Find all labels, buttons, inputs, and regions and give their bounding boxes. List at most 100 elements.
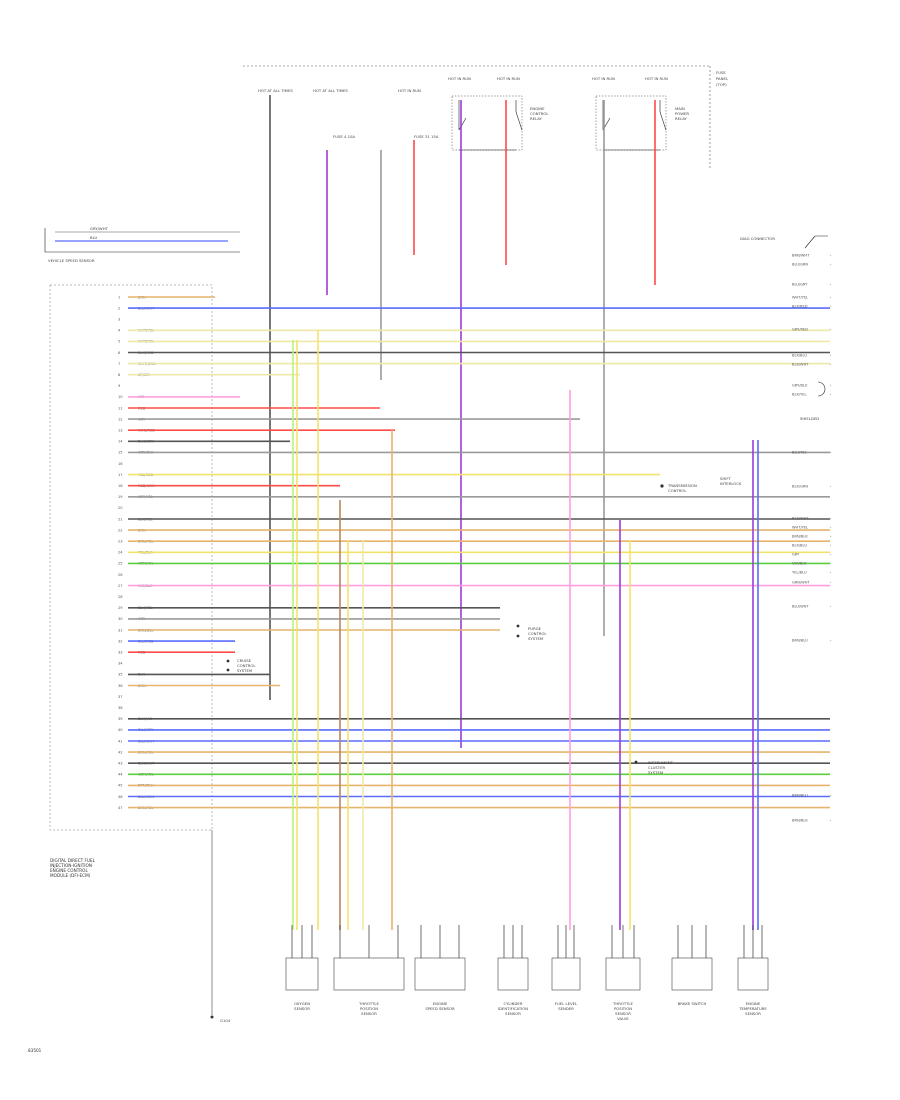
right-output-arrow: › xyxy=(830,571,832,575)
purge-control-label: PURGE CONTROL SYSTEM xyxy=(528,626,548,641)
right-output-arrow: › xyxy=(830,384,832,388)
right-output-wire-label: WHT/YEL xyxy=(792,525,808,529)
ecm-pin-number: 16 xyxy=(118,462,123,466)
cruise-connector-2 xyxy=(226,668,230,672)
right-output-wire-label: VIO/BLK xyxy=(792,561,807,565)
right-output-wire-label: WHT/YEL xyxy=(792,295,808,299)
component-body xyxy=(671,957,713,991)
ecm-pin-number: 38 xyxy=(118,706,123,710)
right-output-arrow: › xyxy=(830,363,832,367)
component-body xyxy=(551,957,581,991)
ground-point xyxy=(210,1015,214,1019)
right-output-arrow: › xyxy=(830,296,832,300)
ecm-pin-number: 25 xyxy=(118,562,123,566)
vehicle-speed-sensor-label: VEHICLE SPEED SENSOR xyxy=(48,258,95,263)
engine-control-relay-label: ENGINE CONTROL RELAY xyxy=(530,106,550,121)
right-output-arrow: › xyxy=(830,535,832,539)
diag-connector-label: DIAG CONNECTOR xyxy=(740,236,775,241)
purge-connector-1 xyxy=(516,624,520,628)
right-output-wire-label: BLK/BLU xyxy=(792,353,807,357)
right-output-wire-label: BLK/YEL xyxy=(792,392,807,396)
right-output-wire-label: GRY/RED xyxy=(792,327,808,331)
ecm-pin-number: 1 xyxy=(118,295,120,299)
ecm-pin-number: 4 xyxy=(118,329,121,333)
relay-contact-2 xyxy=(602,100,667,151)
bottom-component-b7: BRAKE SWITCH xyxy=(671,925,713,1006)
ecm-pin-number: 14 xyxy=(118,440,123,444)
feed-label-6: HOT IN RUN xyxy=(592,76,615,81)
ecm-pin-number: 27 xyxy=(118,584,123,588)
relay-contact-1 xyxy=(458,100,523,151)
right-output-arrow: › xyxy=(830,328,832,332)
ecm-pin-number: 8 xyxy=(118,373,121,377)
feed-label-3: HOT IN RUN xyxy=(398,88,421,93)
ecm-pin-number: 37 xyxy=(118,695,123,699)
right-output-arrow: › xyxy=(830,819,832,823)
right-output-labels: BRN/WHT›BLU/GRN›BLU/GRY›WHT/YEL›BLK/RED›… xyxy=(792,253,832,822)
right-output-wire-label: BLU/GRY xyxy=(792,282,808,286)
right-output-arrow: › xyxy=(830,639,832,643)
ecm-pin-number: 47 xyxy=(118,806,123,810)
right-output-wire-label: BRN/WHT xyxy=(792,253,810,257)
right-output-wire-label: BRN/BLU xyxy=(792,793,808,797)
horizontal-wire-group xyxy=(128,296,830,930)
right-output-arrow: › xyxy=(830,485,832,489)
ecm-pin-number: 13 xyxy=(118,429,123,433)
ecm-pin-number: 39 xyxy=(118,717,123,721)
right-output-arrow: › xyxy=(830,283,832,287)
right-output-wire-label: BLK/WHT xyxy=(792,516,809,520)
ecm-pin-number: 5 xyxy=(118,340,120,344)
right-output-arrow: › xyxy=(830,305,832,309)
component-body xyxy=(737,957,769,991)
ecm-pin-number: 15 xyxy=(118,451,123,455)
right-output-arrow: › xyxy=(830,451,832,455)
ecm-pin-number: 46 xyxy=(118,795,123,799)
purge-connector-2 xyxy=(516,634,520,638)
shield-symbol xyxy=(817,381,826,397)
ecm-pin-number: 11 xyxy=(118,406,123,410)
ecm-pin-number: 7 xyxy=(118,362,120,366)
ecm-pin-number: 6 xyxy=(118,351,121,355)
engine-control-relay-box xyxy=(451,95,523,151)
ecm-pin-number: 3 xyxy=(118,318,120,322)
ecm-pin-number: 45 xyxy=(118,784,123,788)
ecm-pin-number: 19 xyxy=(118,495,123,499)
right-output-wire-label: BLU/GRN xyxy=(792,262,808,266)
component-body xyxy=(605,957,641,991)
main-power-relay-label: MAIN POWER RELAY xyxy=(675,106,690,121)
right-output-arrow: › xyxy=(830,254,832,258)
ecm-pin-number: 36 xyxy=(118,684,123,688)
fuse-panel-label-2: PANEL xyxy=(716,76,729,81)
ecm-pin-number: 22 xyxy=(118,528,123,532)
right-output-arrow: › xyxy=(830,562,832,566)
ecm-pin-number: 10 xyxy=(118,395,123,399)
vss-wire-label-1: GRY/WHT xyxy=(90,226,109,231)
fuse-label-2: FUSE 4 10A xyxy=(333,134,355,139)
right-output-arrow: › xyxy=(830,581,832,585)
feed-label-2: HOT AT ALL TIMES xyxy=(313,88,348,93)
right-output-arrow: › xyxy=(830,553,832,557)
shift-interlock-label: SHIFT INTERLOCK xyxy=(720,476,742,486)
page-code: 83501 xyxy=(28,1048,42,1053)
feed-label-7: HOT IN RUN xyxy=(645,76,668,81)
ecm-pin-number: 44 xyxy=(118,773,123,777)
component-label: BRAKE SWITCH xyxy=(678,1001,707,1006)
right-output-wire-label: GRY xyxy=(792,552,800,556)
instrument-cluster-label: INSTRUMENT CLUSTER SYSTEM xyxy=(648,760,674,775)
ecm-pin-number: 32 xyxy=(118,639,123,643)
component-body xyxy=(285,957,319,991)
ecm-pin-number: 17 xyxy=(118,473,123,477)
fuse-panel-label: FUSE PANEL (TOP) xyxy=(716,70,729,87)
right-output-arrow: › xyxy=(830,517,832,521)
ecm-pin-number: 43 xyxy=(118,762,123,766)
